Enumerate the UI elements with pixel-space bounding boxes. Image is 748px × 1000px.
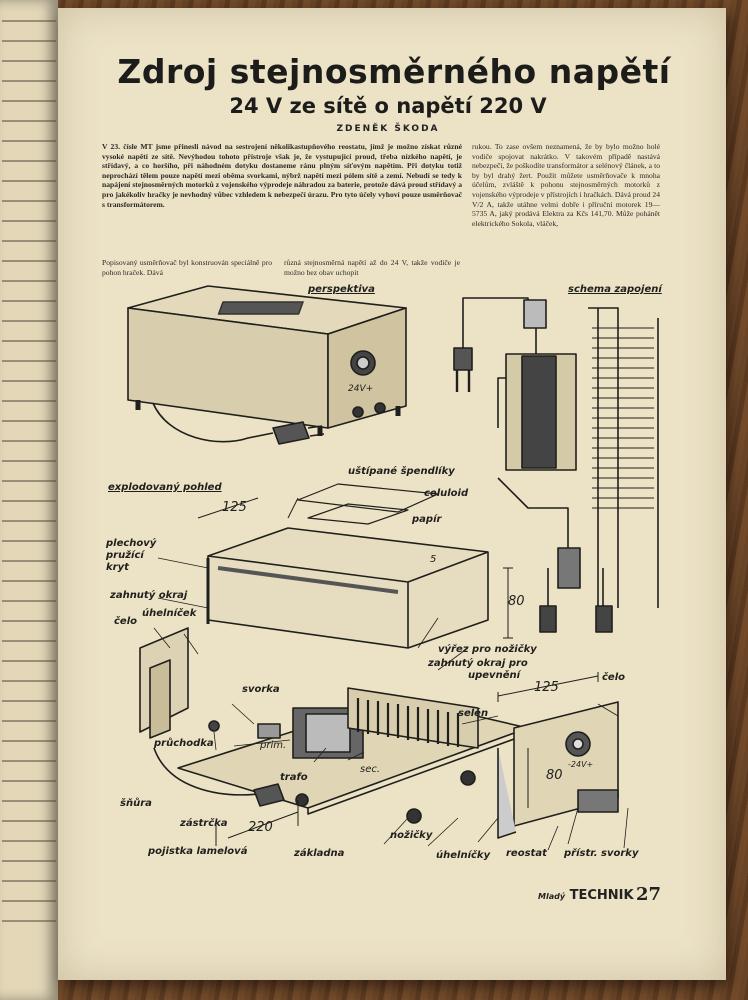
label-cover-2: pružící: [106, 550, 144, 561]
label-dim-80-right: 80: [546, 768, 563, 783]
column-2-text: různá stejnosměrná napětí až do 24 V, ta…: [284, 258, 460, 277]
label-nozicky: nožičky: [390, 830, 433, 841]
column-3-text: rukou. To zase ovšem neznamená, že by by…: [472, 142, 660, 228]
label-selen: selén: [458, 708, 489, 719]
label-schema: schema zapojení: [568, 284, 662, 295]
exploded-view-drawing: [139, 483, 619, 846]
label-cover-3: kryt: [106, 562, 129, 573]
column-1-text: Popisovaný usměrňovač byl konstruován sp…: [102, 258, 272, 277]
intro-paragraph: V 23. čísle MT jsme přinesli návod na se…: [102, 142, 462, 209]
left-page-edge: [0, 0, 58, 1000]
magazine-page: Zdroj stejnosměrného napětí 24 V ze sítě…: [58, 8, 726, 980]
label-cover-1: plechový: [106, 538, 157, 549]
label-prim: prim.: [260, 740, 287, 751]
label-pins: uštípané špendlíky: [348, 466, 455, 477]
label-bent-edge: zahnutý okraj: [110, 590, 188, 601]
label-bracket-left: úhelníček: [142, 608, 197, 619]
label-dim-5: 5: [430, 554, 437, 565]
label-dim-125-right: 125: [534, 680, 559, 695]
label-24v-front: 24V+: [348, 384, 374, 394]
label-perspektiva: perspektiva: [308, 284, 375, 295]
label-cutout: výřez pro nožičky: [438, 644, 537, 655]
label-zastrcka: zástrčka: [180, 818, 228, 829]
power-supply-box-drawing: [127, 285, 407, 445]
label-dim-125-top: 125: [222, 500, 247, 515]
label-24v-panel: -24V+: [568, 760, 594, 769]
label-celuloid: celuloid: [424, 488, 469, 499]
label-dim-80: 80: [508, 594, 525, 609]
magazine-prefix: Mladý: [538, 892, 566, 901]
label-papir: papír: [412, 514, 442, 525]
magazine-footer: Mladý TECHNIK: [538, 888, 634, 903]
label-celo-left: čelo: [114, 616, 138, 627]
article-subtitle: 24 V ze sítě o napětí 220 V: [229, 94, 547, 118]
label-bent-edge-feet-2: upevnění: [468, 670, 521, 681]
label-reostat: reostat: [506, 848, 547, 859]
magazine-name: TECHNIK: [569, 888, 634, 903]
label-snura: šňůra: [120, 798, 152, 809]
article-author: ZDENĚK ŠKODA: [336, 124, 440, 134]
label-svorka: svorka: [242, 684, 280, 695]
label-bent-edge-feet-1: zahnutý okraj pro: [428, 658, 528, 669]
article-title: Zdroj stejnosměrného napětí: [117, 52, 671, 91]
label-celo-right: čelo: [602, 672, 626, 683]
label-dim-220: 220: [248, 820, 273, 835]
label-exploded-view: explodovaný pohled: [108, 482, 222, 493]
technical-drawing: [127, 285, 659, 851]
label-svorky: přístr. svorky: [564, 848, 639, 859]
label-pojistka: pojistka lamelová: [148, 846, 248, 857]
label-bracket-right: úhelníčky: [436, 850, 491, 861]
label-zakladna: základna: [294, 848, 345, 859]
label-trafo: trafo: [280, 772, 308, 783]
page-number: 27: [636, 884, 662, 905]
label-pruchodka: průchodka: [154, 738, 214, 749]
label-sec: sec.: [360, 764, 381, 775]
circuit-schema-drawing: [453, 297, 659, 633]
